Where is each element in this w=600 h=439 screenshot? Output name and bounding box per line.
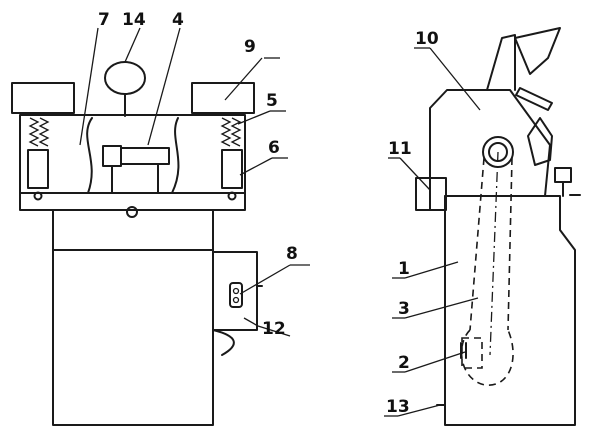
leader-lines (79, 27, 481, 417)
belt-right (507, 157, 513, 331)
label-3: 3 (398, 299, 410, 319)
label-13: 13 (386, 397, 410, 417)
side-housing (429, 89, 551, 211)
label-7: 7 (98, 10, 110, 30)
label-12: 12 (262, 319, 286, 339)
part-labels: 7 14 4 9 5 6 8 12 10 11 1 3 2 13 (98, 10, 439, 417)
feed-chute (486, 34, 516, 91)
upper-frame (19, 114, 246, 211)
label-10: 10 (415, 29, 439, 49)
lower-pulley (460, 329, 514, 386)
cone-nozzle (514, 27, 561, 75)
center-knob (126, 206, 138, 218)
side-view (415, 27, 581, 426)
label-6: 6 (268, 138, 280, 158)
chamber-left-wall (86, 117, 93, 194)
roller-assembly (102, 145, 170, 194)
label-5: 5 (266, 91, 278, 111)
label-9: 9 (244, 37, 256, 57)
label-1: 1 (398, 259, 410, 279)
hopper (104, 61, 146, 117)
label-11: 11 (388, 139, 412, 159)
label-2: 2 (398, 353, 410, 373)
chamber-right-wall (171, 117, 180, 194)
control-box (212, 251, 263, 356)
front-view (11, 61, 263, 426)
side-clamp (554, 167, 581, 197)
left-top-box (11, 82, 75, 114)
label-4: 4 (172, 10, 184, 30)
label-8: 8 (286, 244, 298, 264)
cabinet-lower (52, 249, 214, 426)
mesh-screen (527, 117, 553, 166)
right-spring-assembly (220, 117, 243, 201)
belt-centerline (489, 151, 499, 356)
belt-left (469, 157, 485, 331)
right-top-box (191, 82, 255, 114)
label-14: 14 (122, 10, 146, 30)
side-body (444, 195, 576, 426)
left-spring-assembly (27, 117, 50, 201)
top-rail (515, 87, 553, 111)
